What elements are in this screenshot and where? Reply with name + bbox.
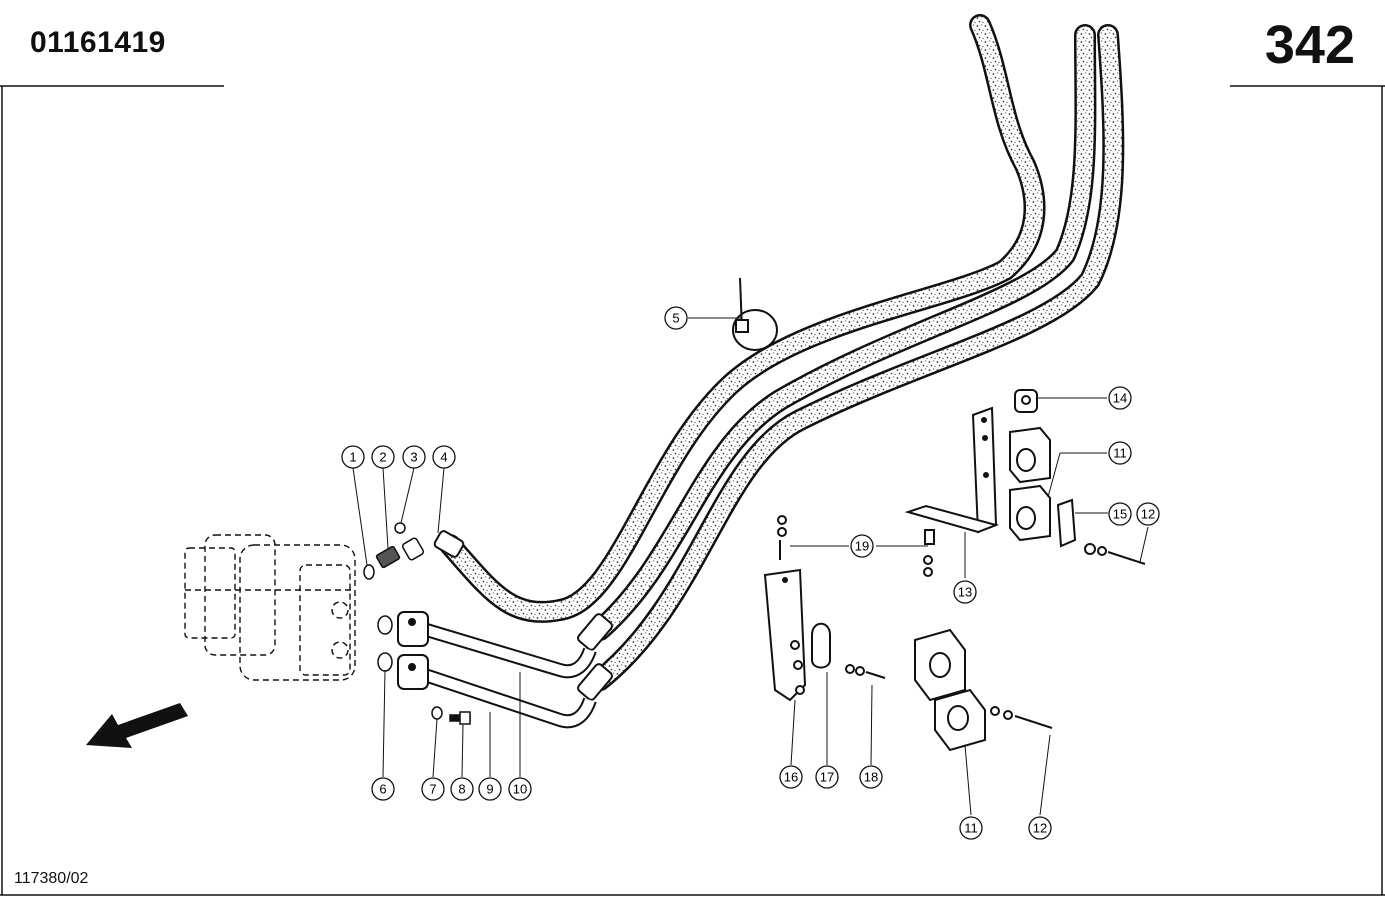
clamp-17 bbox=[811, 622, 886, 679]
bracket-16 bbox=[763, 568, 807, 702]
callout-12-upper: 12 bbox=[1136, 502, 1160, 526]
callout-16: 16 bbox=[779, 765, 803, 789]
clamp-14 bbox=[1014, 389, 1038, 413]
bolt-19-set bbox=[777, 515, 935, 577]
callout-16-label: 16 bbox=[784, 770, 798, 785]
callout-10: 10 bbox=[508, 777, 532, 801]
callout-18-label: 18 bbox=[864, 770, 878, 785]
callout-19: 19 bbox=[850, 534, 874, 558]
document-number: 01161419 bbox=[30, 26, 166, 59]
callout-17-label: 17 bbox=[820, 770, 834, 785]
callout-3-label: 3 bbox=[410, 450, 417, 465]
plate-15 bbox=[1056, 498, 1146, 565]
pump-outline bbox=[184, 534, 356, 681]
hydraulic-hose-lower bbox=[589, 24, 1125, 691]
callout-11-lower-label: 11 bbox=[964, 821, 978, 836]
callout-11-lower: 11 bbox=[959, 816, 983, 840]
callout-15: 15 bbox=[1108, 502, 1132, 526]
clamp-11-upper bbox=[1009, 426, 1051, 542]
callout-4-label: 4 bbox=[440, 450, 447, 465]
callout-18: 18 bbox=[859, 765, 883, 789]
callout-15-label: 15 bbox=[1113, 507, 1127, 522]
callout-19-label: 19 bbox=[855, 539, 869, 554]
callout-5-label: 5 bbox=[672, 311, 679, 326]
callout-14: 14 bbox=[1108, 386, 1132, 410]
hydraulic-hose-upper bbox=[439, 14, 1046, 623]
callout-14-label: 14 bbox=[1113, 391, 1127, 406]
callout-1: 1 bbox=[341, 445, 365, 469]
page-number: 342 bbox=[1264, 15, 1355, 75]
callout-12-lower: 12 bbox=[1028, 816, 1052, 840]
callout-12-upper-label: 12 bbox=[1141, 507, 1155, 522]
cable-tie bbox=[732, 277, 778, 351]
frame-lines bbox=[0, 85, 1385, 896]
callout-13-label: 13 bbox=[958, 585, 972, 600]
callout-6-label: 6 bbox=[379, 782, 386, 797]
callout-13: 13 bbox=[953, 580, 977, 604]
callout-4: 4 bbox=[432, 445, 456, 469]
drawing-reference: 117380/02 bbox=[14, 870, 89, 887]
callout-9: 9 bbox=[478, 777, 502, 801]
callout-6: 6 bbox=[371, 777, 395, 801]
callout-7: 7 bbox=[421, 777, 445, 801]
clamp-11-lower bbox=[914, 628, 1053, 752]
pipe-assembly bbox=[397, 611, 597, 729]
callout-17: 17 bbox=[815, 765, 839, 789]
hose-ferrules bbox=[433, 530, 613, 701]
callout-10-label: 10 bbox=[513, 782, 527, 797]
direction-arrow bbox=[86, 703, 188, 748]
callout-1-label: 1 bbox=[349, 450, 356, 465]
callout-8-label: 8 bbox=[458, 782, 465, 797]
callout-8: 8 bbox=[450, 777, 474, 801]
leader-lines bbox=[352, 317, 1149, 816]
callout-11-upper: 11 bbox=[1108, 441, 1132, 465]
callout-3: 3 bbox=[402, 445, 426, 469]
callout-2-label: 2 bbox=[379, 450, 386, 465]
callouts: 1 2 3 4 5 6 7 bbox=[341, 306, 1160, 840]
callout-7-label: 7 bbox=[429, 782, 436, 797]
callout-11-upper-label: 11 bbox=[1113, 446, 1127, 461]
callout-9-label: 9 bbox=[486, 782, 493, 797]
callout-2: 2 bbox=[371, 445, 395, 469]
fittings-small-parts bbox=[363, 522, 471, 725]
callout-5: 5 bbox=[664, 306, 688, 330]
bracket-13 bbox=[904, 406, 1000, 534]
callout-12-lower-label: 12 bbox=[1033, 821, 1047, 836]
hydraulic-hose-middle bbox=[589, 24, 1097, 641]
